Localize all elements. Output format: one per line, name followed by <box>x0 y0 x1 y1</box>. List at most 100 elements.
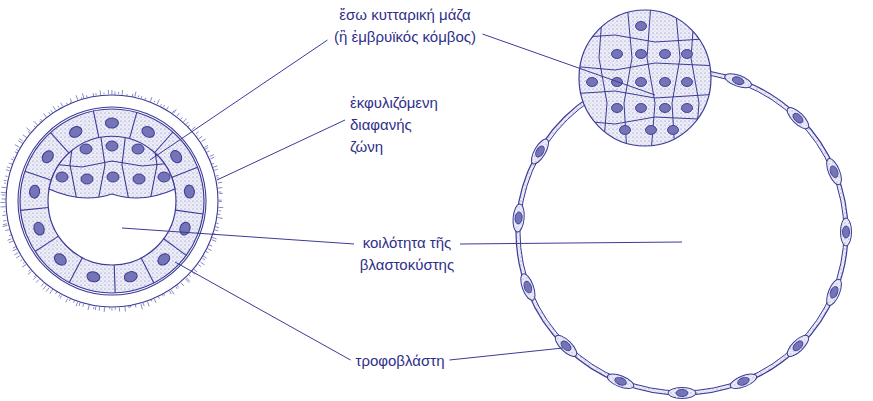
cell-nucleus <box>614 376 628 387</box>
cell-wall <box>570 117 720 124</box>
zona-fuzz-stroke <box>210 157 214 159</box>
zona-fuzz-stroke <box>219 193 223 194</box>
cell-nucleus <box>682 104 693 113</box>
zona-fuzz-stroke <box>2 215 5 216</box>
cell-wall <box>114 265 116 293</box>
zona-fuzz-stroke <box>14 253 18 255</box>
zona-fuzz-stroke <box>160 104 162 105</box>
zona-fuzz-stroke <box>3 223 7 225</box>
zona-fuzz-stroke <box>171 290 174 294</box>
zona-fuzz-stroke <box>5 230 9 231</box>
cell-nucleus <box>52 251 68 267</box>
zona-fuzz-stroke <box>16 256 20 258</box>
cell-nucleus <box>646 126 657 135</box>
trophoblast-ring <box>20 109 204 293</box>
zona-fuzz-stroke <box>49 112 51 114</box>
cell-nucleus <box>737 376 751 387</box>
zona-fuzz-stroke <box>201 139 205 142</box>
cell-nucleus <box>523 280 534 294</box>
zona-fuzz-stroke <box>104 307 105 312</box>
zona-fuzz-stroke <box>203 256 207 258</box>
leader-line <box>460 242 682 244</box>
zona-fuzz-stroke <box>13 247 16 249</box>
cell-nucleus <box>515 212 523 225</box>
zona-fuzz-stroke <box>20 260 22 261</box>
leader-line <box>150 40 328 160</box>
flat-cell <box>824 157 845 187</box>
zona-fuzz-stroke <box>7 167 10 168</box>
zona-fuzz-stroke <box>219 191 222 192</box>
inner-cell-mass <box>579 10 711 146</box>
zona-fuzz-stroke <box>151 300 153 302</box>
zona-fuzz-stroke <box>13 249 17 251</box>
zona-fuzz-stroke <box>36 279 39 282</box>
zona-fuzz-stroke <box>196 132 199 134</box>
zona-fuzz-stroke <box>61 103 63 106</box>
cell-nucleus <box>559 339 572 352</box>
zona-fuzz-stroke <box>33 276 36 279</box>
leader-lines <box>122 34 682 360</box>
cell-nucleus <box>636 104 647 113</box>
leader-line <box>483 34 656 95</box>
zona-fuzz-stroke <box>212 163 214 165</box>
zona-fuzz-stroke <box>3 225 8 226</box>
zona-fuzz-stroke <box>215 230 219 231</box>
cell-nucleus <box>133 174 145 184</box>
zona-fuzz-stroke <box>60 296 61 299</box>
flat-cell <box>606 371 636 392</box>
zona-fuzz-stroke <box>88 305 89 310</box>
cell-nucleus <box>105 118 118 128</box>
zona-fuzz-stroke <box>219 200 222 201</box>
zona-fuzz-stroke <box>18 141 22 144</box>
zona-fuzz-stroke <box>43 286 46 290</box>
zona-fuzz-stroke <box>119 307 120 311</box>
zona-fuzz-stroke <box>59 295 60 297</box>
zona-fuzz-stroke <box>147 302 149 307</box>
zona-fuzz-stroke <box>118 92 119 94</box>
cell-wall <box>570 35 720 42</box>
zona-fuzz-stroke <box>111 90 112 95</box>
zona-fuzz-stroke <box>135 304 137 307</box>
zona-fuzz-stroke <box>205 148 208 150</box>
cell-nucleus <box>636 50 647 59</box>
cell-nucleus <box>587 78 598 87</box>
zona-fuzz-stroke <box>1 194 5 195</box>
zona-fuzz-stroke <box>150 97 152 102</box>
cell-wall <box>141 258 154 283</box>
zona-fuzz-stroke <box>86 95 88 98</box>
flat-cell <box>668 388 696 399</box>
cell-wall <box>98 131 105 201</box>
zona-fuzz-stroke <box>169 291 171 294</box>
zona-fuzz-stroke <box>22 264 26 267</box>
zona-fuzz-stroke <box>23 135 27 138</box>
zona-fuzz-stroke <box>82 93 83 98</box>
zona-fuzz-stroke <box>34 121 38 125</box>
cell-nucleus <box>158 172 170 182</box>
zona-fuzz-stroke <box>196 135 197 137</box>
zona-fuzz-stroke <box>181 117 183 119</box>
cell-wall <box>35 236 58 251</box>
zona-fuzz-stroke <box>141 96 143 98</box>
zona-inner <box>18 107 206 295</box>
cell-nucleus <box>140 124 156 139</box>
leader-line <box>175 262 351 360</box>
icm-cells <box>42 131 182 201</box>
zona-fuzz-stroke <box>69 299 71 301</box>
zona-fuzz-stroke <box>15 152 17 153</box>
zona-fuzz-stroke <box>70 102 72 103</box>
cell-nucleus <box>106 141 118 151</box>
zona-fuzz-stroke <box>186 279 189 283</box>
cell-nucleus <box>156 251 172 267</box>
flat-cell <box>841 218 852 246</box>
cell-nucleus <box>829 165 840 179</box>
cell-wall <box>150 131 157 201</box>
cell-nucleus <box>636 22 647 31</box>
zona-fuzz-stroke <box>181 283 184 286</box>
zona-fuzz-stroke <box>93 93 95 96</box>
zona-fuzz-stroke <box>26 128 30 132</box>
zona-fuzz-stroke <box>51 110 53 113</box>
zona-fuzz-stroke <box>186 278 190 282</box>
zona-fuzz-stroke <box>11 158 13 160</box>
early-blastocyst <box>0 90 223 312</box>
zona-fuzz-stroke <box>34 275 36 277</box>
